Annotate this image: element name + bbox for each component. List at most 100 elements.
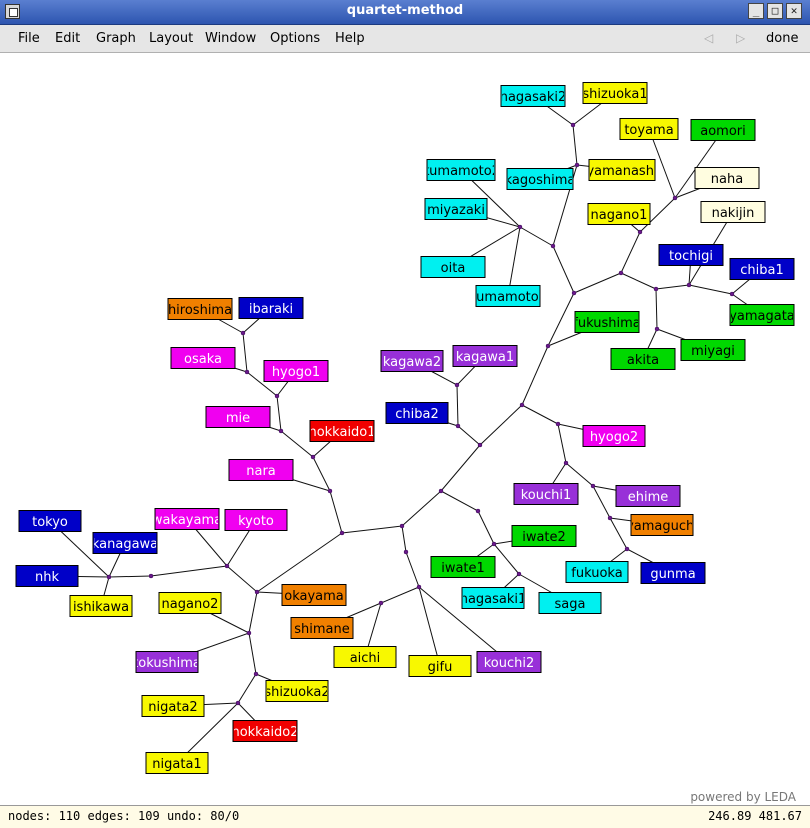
- leaf-node-shimane[interactable]: shimane: [290, 617, 354, 639]
- leaf-node-nagano1[interactable]: nagano1: [587, 203, 651, 225]
- maximize-button[interactable]: □: [767, 3, 783, 19]
- tree-node[interactable]: [550, 243, 556, 249]
- tree-node[interactable]: [654, 326, 660, 332]
- leaf-node-naha[interactable]: naha: [694, 167, 760, 189]
- tree-node[interactable]: [106, 574, 112, 580]
- tree-node[interactable]: [339, 530, 345, 536]
- leaf-node-kagawa2[interactable]: kagawa2: [380, 350, 444, 372]
- leaf-node-yamagata[interactable]: yamagata: [729, 304, 795, 326]
- leaf-node-akita[interactable]: akita: [610, 348, 676, 370]
- leaf-node-tokyo[interactable]: tokyo: [18, 510, 82, 532]
- leaf-node-kouchi2[interactable]: kouchi2: [476, 651, 542, 673]
- leaf-node-gifu[interactable]: gifu: [408, 655, 472, 677]
- tree-node[interactable]: [574, 162, 580, 168]
- leaf-node-nagano2[interactable]: nagano2: [158, 592, 222, 614]
- forward-arrow-icon[interactable]: ▷: [736, 31, 746, 45]
- tree-node[interactable]: [516, 571, 522, 577]
- leaf-node-nakijin[interactable]: nakijin: [700, 201, 766, 223]
- leaf-node-iwate1[interactable]: iwate1: [430, 556, 496, 578]
- tree-node[interactable]: [477, 442, 483, 448]
- leaf-node-chiba2[interactable]: chiba2: [385, 402, 449, 424]
- leaf-node-ishikawa[interactable]: ishikawa: [69, 595, 133, 617]
- leaf-node-shizuoka2[interactable]: shizuoka2: [264, 680, 329, 702]
- tree-node[interactable]: [686, 282, 692, 288]
- leaf-node-tochigi[interactable]: tochigi: [658, 244, 724, 266]
- leaf-node-nigata2[interactable]: nigata2: [141, 695, 205, 717]
- leaf-node-kouchi1[interactable]: kouchi1: [513, 483, 579, 505]
- tree-node[interactable]: [517, 224, 523, 230]
- tree-node[interactable]: [274, 393, 280, 399]
- leaf-node-iwate2[interactable]: iwate2: [511, 525, 577, 547]
- leaf-node-shizuoka1[interactable]: shizuoka1: [582, 82, 648, 104]
- tree-node[interactable]: [224, 563, 230, 569]
- tree-node[interactable]: [607, 515, 613, 521]
- tree-node[interactable]: [378, 600, 384, 606]
- leaf-node-nagasaki2[interactable]: nagasaki2: [500, 85, 567, 107]
- tree-node[interactable]: [327, 488, 333, 494]
- tree-node[interactable]: [278, 428, 284, 434]
- leaf-node-nhk[interactable]: nhk: [15, 565, 79, 587]
- leaf-node-kagoshima[interactable]: kagoshima: [505, 168, 576, 190]
- leaf-node-osaka[interactable]: osaka: [170, 347, 236, 369]
- tree-node[interactable]: [244, 369, 250, 375]
- tree-node[interactable]: [253, 671, 259, 677]
- tree-node[interactable]: [246, 630, 252, 636]
- tree-node[interactable]: [254, 589, 260, 595]
- minimize-button[interactable]: _: [748, 3, 764, 19]
- leaf-node-aomori[interactable]: aomori: [690, 119, 756, 141]
- tree-node[interactable]: [555, 421, 561, 427]
- leaf-node-hyogo2[interactable]: hyogo2: [582, 425, 646, 447]
- menu-options[interactable]: Options: [270, 31, 321, 46]
- tree-node[interactable]: [571, 290, 577, 296]
- tree-node[interactable]: [403, 549, 409, 555]
- leaf-node-nagasaki1[interactable]: nagasaki1: [460, 587, 527, 609]
- leaf-node-kumamoto1[interactable]: kumamoto1: [469, 285, 547, 307]
- window-menu-icon[interactable]: [5, 4, 20, 19]
- tree-node[interactable]: [624, 546, 630, 552]
- back-arrow-icon[interactable]: ◁: [704, 31, 714, 45]
- leaf-node-mie[interactable]: mie: [205, 406, 271, 428]
- done-button[interactable]: done: [766, 31, 799, 46]
- tree-node[interactable]: [399, 523, 405, 529]
- menu-window[interactable]: Window: [205, 31, 257, 46]
- tree-node[interactable]: [416, 584, 422, 590]
- tree-node[interactable]: [570, 122, 576, 128]
- leaf-node-oita[interactable]: oita: [420, 256, 486, 278]
- leaf-node-nigata1[interactable]: nigata1: [145, 752, 209, 774]
- tree-node[interactable]: [729, 291, 735, 297]
- tree-node[interactable]: [519, 402, 525, 408]
- tree-node[interactable]: [590, 483, 596, 489]
- menu-file[interactable]: File: [18, 31, 40, 46]
- leaf-node-toyama[interactable]: toyama: [619, 118, 679, 140]
- leaf-node-kanagawa[interactable]: kanagawa: [92, 532, 158, 554]
- tree-node[interactable]: [545, 343, 551, 349]
- leaf-node-ibaraki[interactable]: ibaraki: [238, 297, 304, 319]
- leaf-node-hokkaido2[interactable]: hokkaido2: [231, 720, 298, 742]
- leaf-node-hiroshima[interactable]: hiroshima: [167, 298, 233, 320]
- leaf-node-tokushima[interactable]: tokushima: [133, 651, 201, 673]
- leaf-node-yamaguchi[interactable]: yamaguchi: [626, 514, 698, 536]
- leaf-node-hokkaido1[interactable]: hokkaido1: [308, 420, 375, 442]
- leaf-node-kyoto[interactable]: kyoto: [224, 509, 288, 531]
- tree-node[interactable]: [672, 195, 678, 201]
- leaf-node-hyogo1[interactable]: hyogo1: [263, 360, 329, 382]
- tree-node[interactable]: [240, 330, 246, 336]
- leaf-node-miyazaki[interactable]: miyazaki: [424, 198, 488, 220]
- tree-node[interactable]: [310, 454, 316, 460]
- tree-node[interactable]: [438, 488, 444, 494]
- leaf-node-saga[interactable]: saga: [538, 592, 602, 614]
- menu-graph[interactable]: Graph: [96, 31, 136, 46]
- leaf-node-ehime[interactable]: ehime: [615, 485, 681, 507]
- tree-node[interactable]: [148, 573, 154, 579]
- tree-node[interactable]: [653, 286, 659, 292]
- tree-node[interactable]: [455, 423, 461, 429]
- menu-help[interactable]: Help: [335, 31, 365, 46]
- leaf-node-aichi[interactable]: aichi: [333, 646, 397, 668]
- close-button[interactable]: ✕: [786, 3, 802, 19]
- tree-node[interactable]: [491, 541, 497, 547]
- menu-layout[interactable]: Layout: [149, 31, 194, 46]
- tree-node[interactable]: [475, 508, 481, 514]
- tree-node[interactable]: [454, 382, 460, 388]
